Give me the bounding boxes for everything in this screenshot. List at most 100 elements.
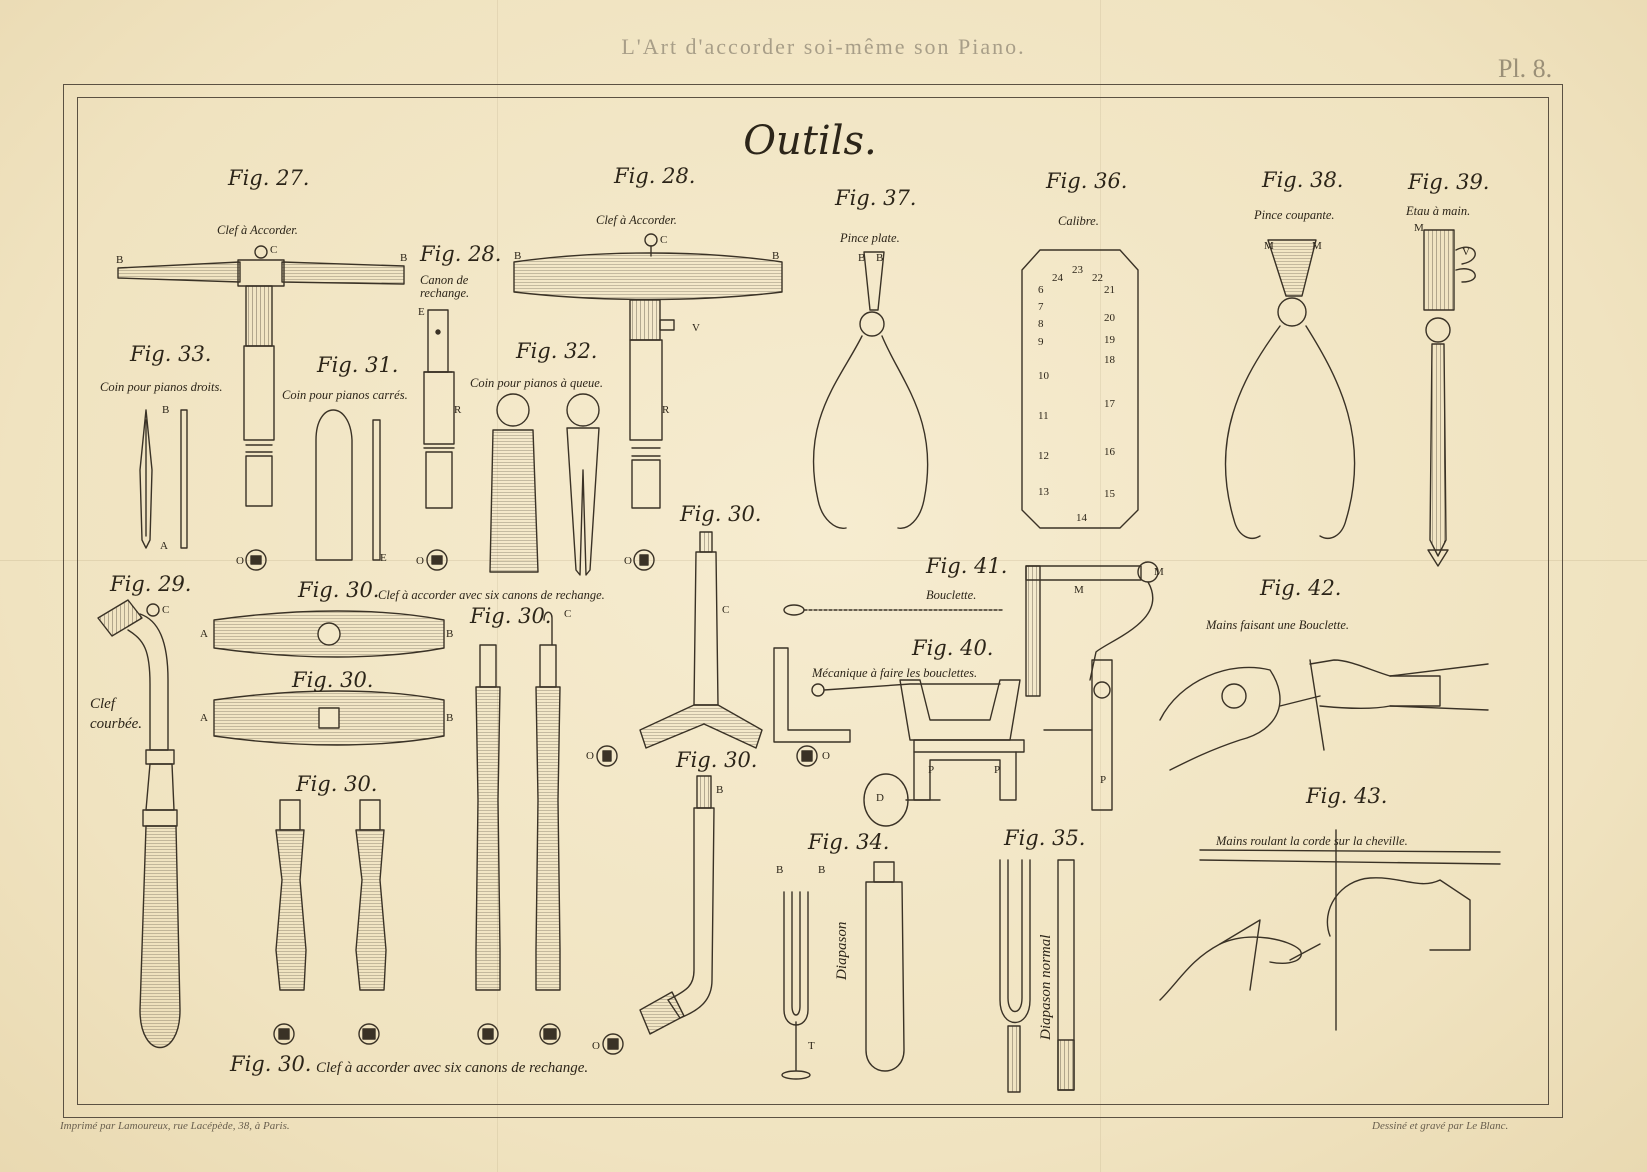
fig29-caption: Clef courbée.: [90, 696, 143, 732]
fig38-drawing: [1225, 240, 1354, 538]
ref-letter: O: [416, 555, 424, 567]
ref-letter: P: [994, 764, 1001, 776]
fig33-drawing: [140, 410, 187, 548]
printer-credit: Imprimé par Lamoureux, rue Lacépède, 38,…: [60, 1120, 290, 1132]
ref-letter: D: [876, 792, 884, 804]
calibre-number: 14: [1076, 512, 1087, 524]
inner-frame: [77, 97, 1549, 1105]
outer-frame: [63, 84, 1563, 1118]
ref-letter: E: [418, 306, 425, 318]
fig29-drawing: [98, 600, 180, 1048]
fig31-drawing: [316, 410, 380, 560]
calibre-number: 6: [1038, 284, 1044, 296]
ref-letter: B: [818, 864, 826, 876]
fig30-tee-drawing: [640, 532, 762, 748]
ref-letter: E: [380, 552, 387, 564]
fig36-label: Fig. 36.: [1046, 169, 1128, 193]
ref-letter: B: [446, 628, 454, 640]
fig30-bottom-caption: Clef à accorder avec six canons de recha…: [316, 1060, 589, 1076]
fig30-top-caption: Clef à accorder avec six canons de recha…: [378, 588, 605, 602]
fig35-label: Fig. 35.: [1004, 826, 1086, 850]
fig38-label: Fig. 38.: [1262, 168, 1344, 192]
calibre-number: 16: [1104, 446, 1115, 458]
ref-letter: O: [592, 1040, 600, 1052]
fig32-label: Fig. 32.: [516, 339, 598, 363]
ref-letter: A: [200, 712, 208, 724]
ref-letter: B: [400, 252, 408, 264]
fig28-canon-label: Fig. 28.: [420, 242, 502, 266]
fig30-canons-label: Fig. 30.: [296, 772, 378, 796]
ref-letter: V: [1462, 246, 1470, 258]
paper-fold-horizontal: [0, 560, 1647, 561]
fig28-canon-caption: Canon de rechange.: [420, 273, 470, 300]
ref-letter: B: [776, 864, 784, 876]
ref-letter: C: [270, 244, 278, 256]
ref-letter: C: [162, 604, 170, 616]
ref-letter: M: [1312, 240, 1322, 252]
fig36-drawing: [1022, 250, 1138, 528]
calibre-number: 13: [1038, 486, 1049, 498]
fig32-caption: Coin pour pianos à queue.: [470, 376, 603, 390]
paper-fold-vertical-left: [497, 0, 498, 1172]
fig30-top-label: Fig. 30.: [298, 578, 380, 602]
fig30-bent-drawing: [640, 776, 714, 1034]
section-title: Outils.: [743, 118, 877, 164]
fig38-caption: Pince coupante.: [1254, 208, 1335, 222]
fig30-canons-drawing: [276, 612, 560, 990]
fig39-caption: Etau à main.: [1406, 204, 1471, 218]
calibre-number: 22: [1092, 272, 1103, 284]
calibre-number: 12: [1038, 450, 1049, 462]
engraver-credit: Dessiné et gravé par Le Blanc.: [1372, 1120, 1509, 1132]
ref-letter: M: [1264, 240, 1274, 252]
fig39-drawing: [1424, 230, 1475, 566]
socket-marks: [246, 550, 817, 1054]
fig30-bottom-label: Fig. 30.: [230, 1052, 312, 1076]
fig30-bent-label: Fig. 30.: [676, 748, 758, 772]
fig37-drawing: [813, 252, 927, 528]
ref-letter: B: [876, 252, 884, 264]
fig43-caption: Mains roulant la corde sur la cheville.: [1216, 834, 1408, 848]
fig27-drawing: [118, 246, 404, 506]
ref-letter: B: [162, 404, 170, 416]
fig30-tee-label: Fig. 30.: [680, 502, 762, 526]
ref-letter: P: [1100, 774, 1107, 786]
fig37-label: Fig. 37.: [835, 186, 917, 210]
ref-letter: B: [446, 712, 454, 724]
ref-letter: M: [1154, 566, 1164, 578]
fig41-drawing: [784, 605, 1004, 615]
ref-letter: A: [160, 540, 168, 552]
fig27-label: Fig. 27.: [228, 166, 310, 190]
calibre-number: 11: [1038, 410, 1049, 422]
fig42-caption: Mains faisant une Bouclette.: [1206, 618, 1350, 632]
fig37-caption: Pince plate.: [840, 231, 900, 245]
plate-number: Pl. 8.: [1498, 54, 1553, 83]
ref-letter: C: [660, 234, 668, 246]
ref-letter: B: [116, 254, 124, 266]
ref-letter: O: [586, 750, 594, 762]
ref-letter: R: [454, 404, 462, 416]
calibre-number: 19: [1104, 334, 1115, 346]
fig32-drawing: [490, 394, 599, 575]
ref-letter: C: [564, 608, 572, 620]
calibre-number: 8: [1038, 318, 1044, 330]
ref-letter: M: [1074, 584, 1084, 596]
fig33-label: Fig. 33.: [130, 342, 212, 366]
calibre-number: 24: [1052, 272, 1063, 284]
fig35-drawing: [1000, 860, 1074, 1092]
plate-title: L'Art d'accorder soi-même son Piano.: [621, 34, 1026, 59]
calibre-number: 10: [1038, 370, 1049, 382]
ref-letter: B: [772, 250, 780, 262]
ref-letter: P: [928, 764, 935, 776]
calibre-number: 21: [1104, 284, 1115, 296]
calibre-number: 23: [1072, 264, 1083, 276]
fig41-label: Fig. 41.: [926, 554, 1008, 578]
ref-letter: B: [858, 252, 866, 264]
fig27-caption: Clef à Accorder.: [217, 223, 298, 237]
calibre-number: 15: [1104, 488, 1115, 500]
fig39-label: Fig. 39.: [1408, 170, 1490, 194]
paper-fold-vertical-right: [1100, 0, 1101, 1172]
fig34-caption: Diapason: [834, 921, 850, 980]
calibre-number: 9: [1038, 336, 1044, 348]
fig28-canon-drawing: [424, 310, 454, 508]
